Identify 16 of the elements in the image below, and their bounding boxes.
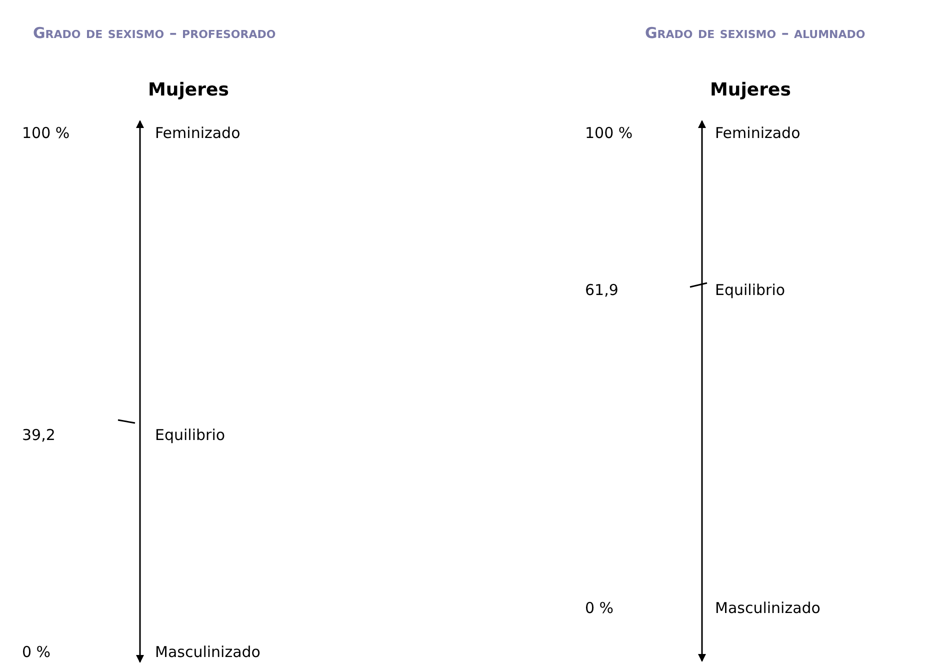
heading: Grado de sexismo – alumnado — [645, 24, 866, 42]
scale-label: Equilibrio — [155, 426, 226, 444]
scale-value: 100 % — [585, 124, 633, 142]
axis-title: Mujeres — [148, 80, 229, 100]
axis-title: Mujeres — [710, 80, 791, 100]
scale-label: Equilibrio — [715, 281, 786, 299]
scale-label: Masculinizado — [155, 643, 260, 661]
scale-value: 0 % — [22, 643, 51, 661]
scale-value: 39,2 — [22, 426, 56, 444]
scale-value: 61,9 — [585, 281, 618, 299]
scale-value: 0 % — [585, 599, 614, 617]
scale-label: Masculinizado — [715, 599, 820, 617]
heading: Grado de sexismo – profesorado — [33, 24, 276, 42]
scale-label: Feminizado — [155, 124, 240, 142]
scale-label: Feminizado — [715, 124, 800, 142]
scale-value: 100 % — [22, 124, 70, 142]
